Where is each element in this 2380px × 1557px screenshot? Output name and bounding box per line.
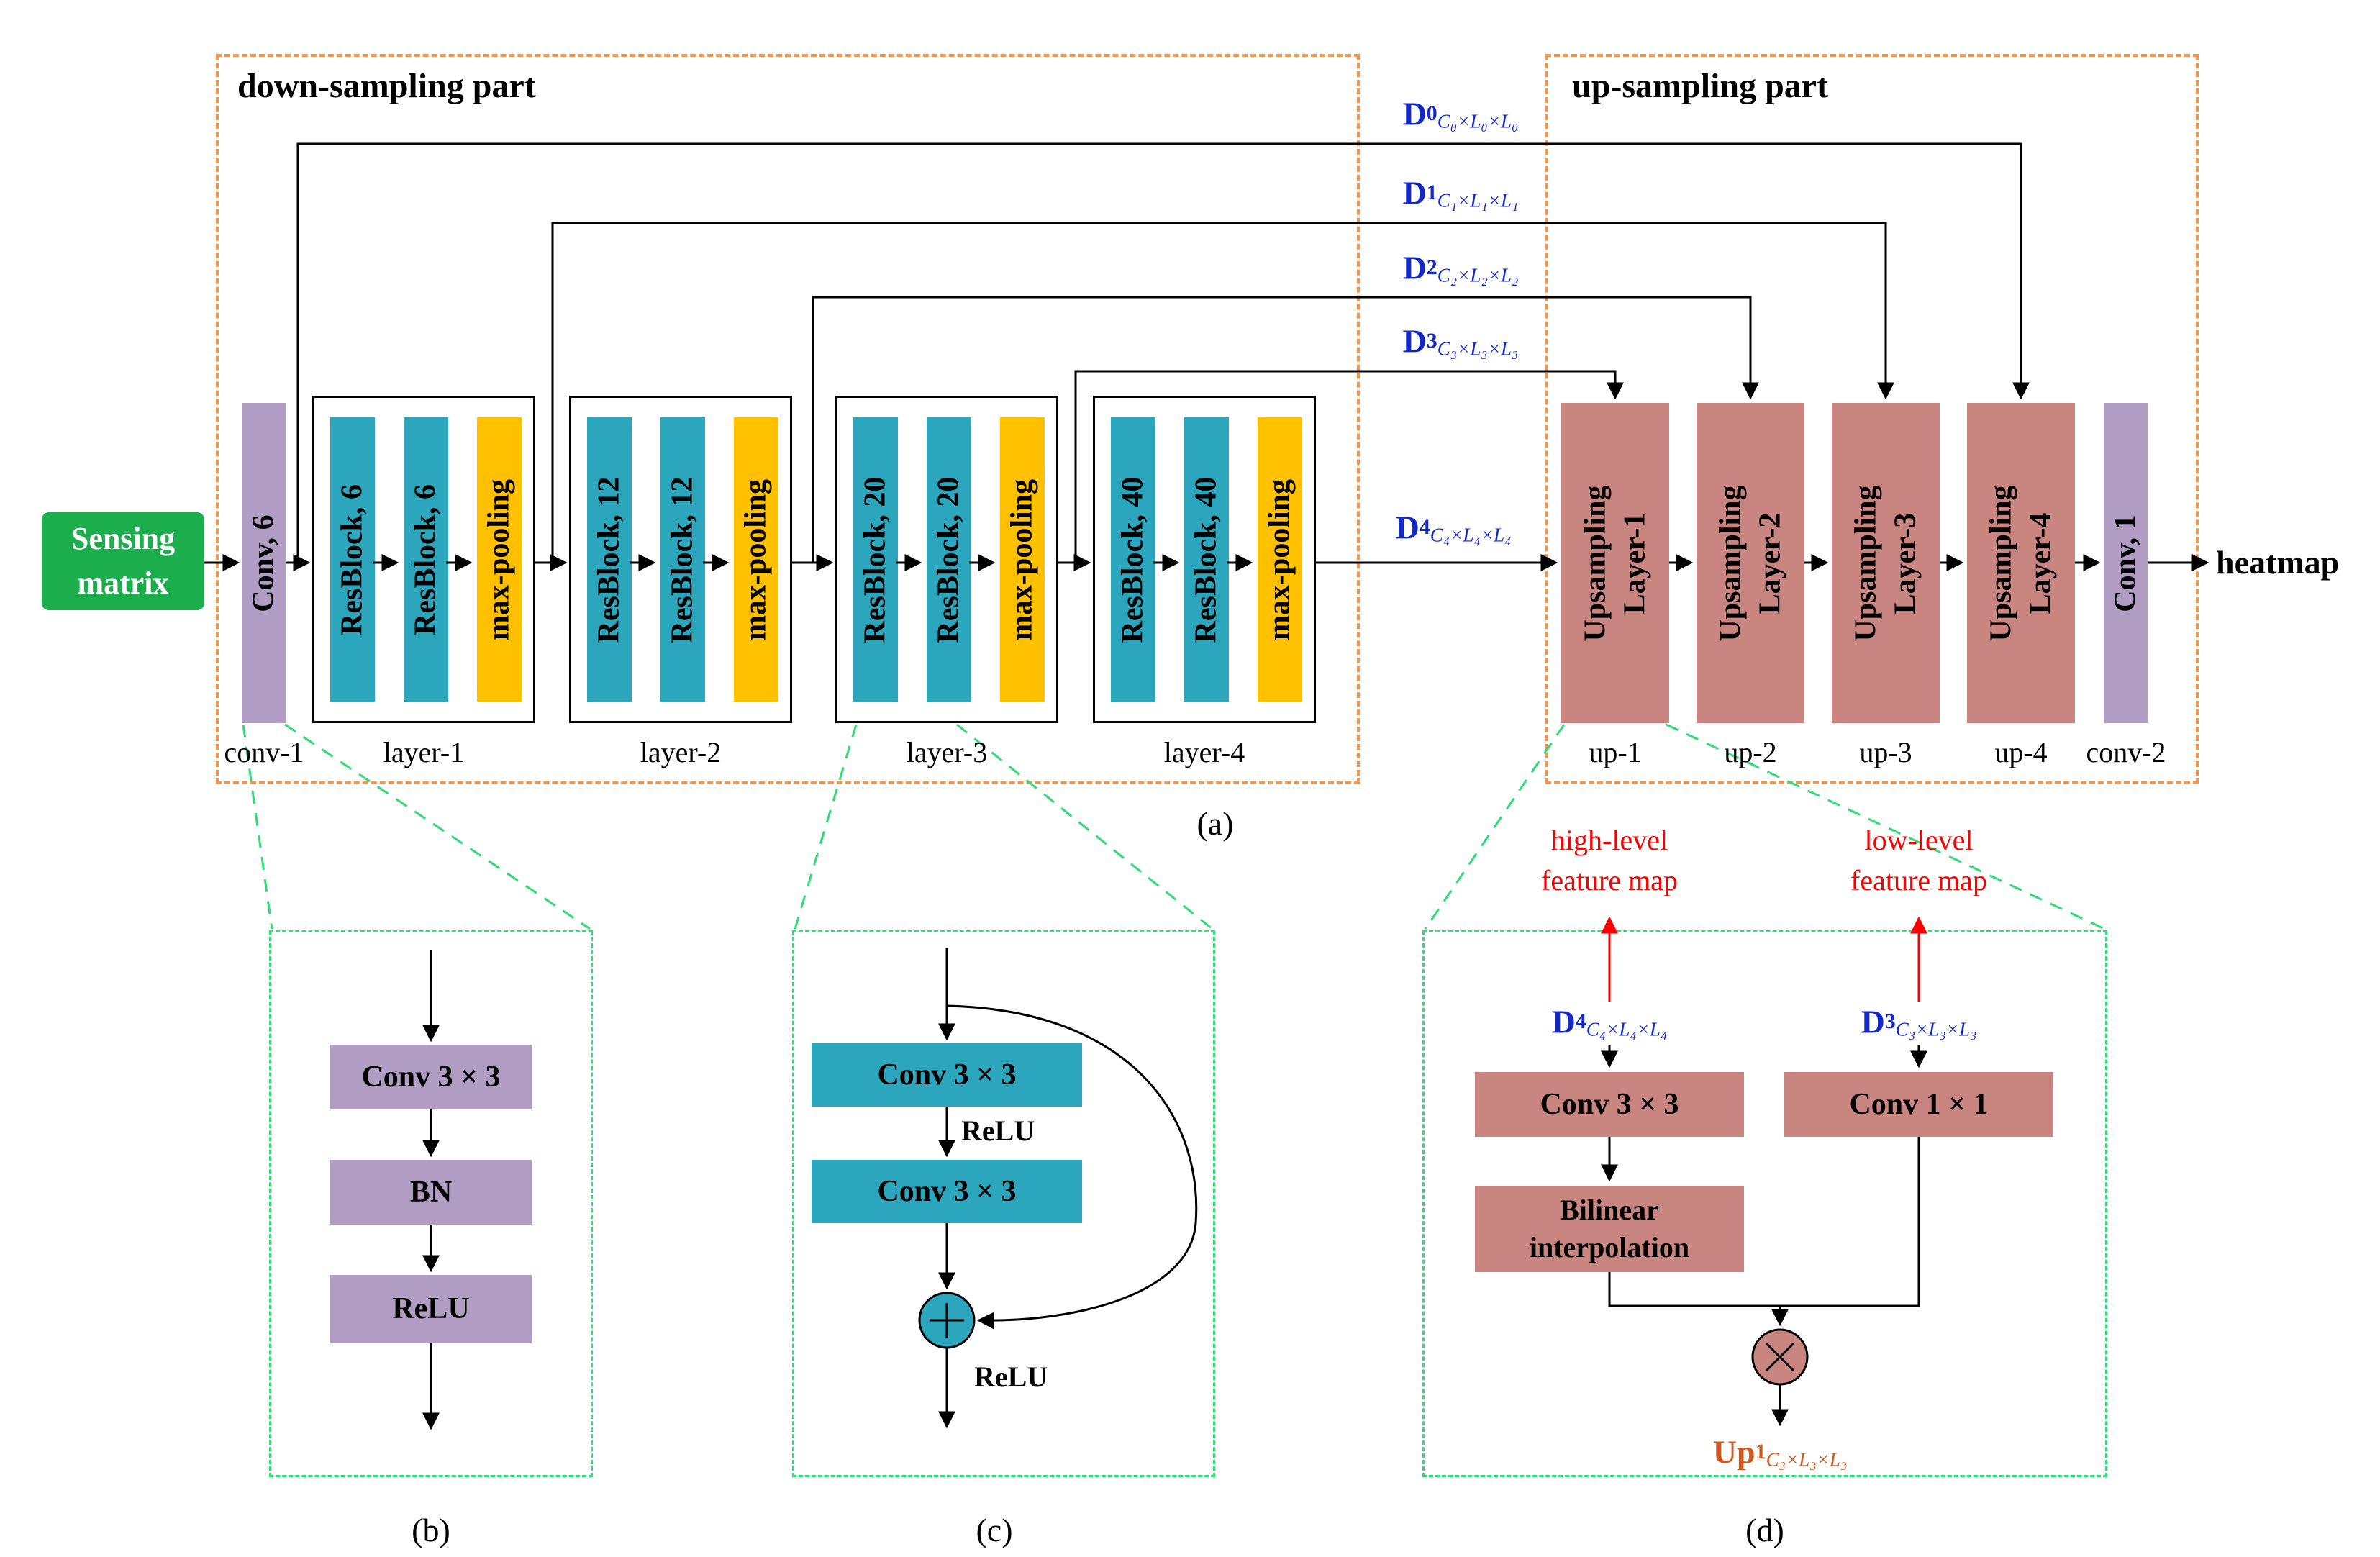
up4-caption: up-4 — [1994, 736, 2048, 768]
caption-d: (d) — [1745, 1512, 1784, 1548]
layer2-resblock1-label: ResBlock, 12 — [592, 476, 626, 643]
detail-c-conv2-box: Conv 3 × 3 — [812, 1160, 1082, 1223]
upsampling-layer3-box: Upsampling Layer-3 — [1832, 403, 1940, 723]
detail-d-d3-label: D3C₃×L₃×L₃ — [1861, 1003, 1977, 1040]
down-sampling-container — [216, 54, 1360, 784]
high-level-feature-map-label: high-level feature map — [1541, 824, 1678, 896]
upsampling-layer1-box: Upsampling Layer-1 — [1561, 403, 1669, 723]
low-level-feature-map-label: low-level feature map — [1850, 824, 1987, 896]
upsampling-layer2-label: Upsampling Layer-2 — [1714, 484, 1786, 642]
layer4-resblock1: ResBlock, 40 — [1111, 417, 1155, 702]
upsampling-layer1-label: Upsampling Layer-1 — [1579, 484, 1651, 642]
skip-connection-lines — [296, 142, 2030, 563]
detail-c-relu2-label: ReLU — [974, 1361, 1048, 1393]
detail-d-conv11-box: Conv 1 × 1 — [1784, 1072, 2053, 1137]
layer3-resblock2: ResBlock, 20 — [927, 417, 971, 702]
add-circle — [918, 1292, 976, 1349]
up3-caption: up-3 — [1859, 736, 1912, 768]
layer4-resblock2-label: ResBlock, 40 — [1189, 476, 1223, 643]
detail-c-relu1-label: ReLU — [961, 1115, 1035, 1147]
layer2-resblock1: ResBlock, 12 — [587, 417, 632, 702]
layer1-resblock2-label: ResBlock, 6 — [409, 484, 442, 635]
sensing-matrix-line2: matrix — [77, 566, 169, 601]
detail-b-conv-box: Conv 3 × 3 — [330, 1045, 532, 1109]
multiply-circle — [1751, 1328, 1809, 1386]
skip-label-d0: D0C₀×L₀×L₀ — [1402, 95, 1519, 132]
skip-label-d4: D4C₄×L₄×L₄ — [1395, 509, 1512, 546]
detail-connector-lines — [242, 723, 2105, 930]
detail-c-arrows — [938, 948, 1198, 1429]
upsampling-layer3-label: Upsampling Layer-3 — [1849, 484, 1922, 642]
conv1-box: Conv, 6 — [242, 403, 286, 723]
conv2-caption: conv-2 — [2086, 736, 2166, 768]
detail-d-arrows — [1601, 1045, 1927, 1427]
detail-c-conv1-box: Conv 3 × 3 — [812, 1043, 1082, 1107]
layer2-resblock2-label: ResBlock, 12 — [666, 476, 699, 643]
layer2-maxpool-label: max-pooling — [739, 478, 773, 640]
layer4-resblock1-label: ResBlock, 40 — [1116, 476, 1150, 643]
detail-c-container — [792, 930, 1215, 1477]
up-sampling-title: up-sampling part — [1572, 67, 1829, 105]
layer3-resblock1: ResBlock, 20 — [853, 417, 898, 702]
layer3-caption: layer-3 — [906, 736, 988, 768]
skip-label-d3: D3C₃×L₃×L₃ — [1402, 322, 1519, 360]
upsampling-layer4-label: Upsampling Layer-4 — [1984, 484, 2057, 642]
layer3-resblock2-label: ResBlock, 20 — [932, 476, 966, 643]
detail-d-conv33-box: Conv 3 × 3 — [1475, 1072, 1744, 1137]
layer2-maxpool: max-pooling — [734, 417, 778, 702]
layer4-resblock2: ResBlock, 40 — [1184, 417, 1229, 702]
conv2-box: Conv, 1 — [2104, 403, 2148, 723]
layer1-resblock1-label: ResBlock, 6 — [335, 484, 369, 635]
layer1-frame: ResBlock, 6 ResBlock, 6 max-pooling — [312, 396, 535, 723]
caption-a: (a) — [1196, 805, 1234, 842]
down-sampling-title: down-sampling part — [237, 67, 536, 105]
layer4-maxpool-label: max-pooling — [1263, 478, 1296, 640]
detail-b-bn-box: BN — [330, 1160, 532, 1225]
skip-label-d2: D2C₂×L₂×L₂ — [1402, 249, 1519, 286]
sensing-matrix-box: Sensing matrix — [42, 512, 204, 610]
caption-c: (c) — [976, 1512, 1013, 1548]
upsampling-layer4-box: Upsampling Layer-4 — [1967, 403, 2075, 723]
layer3-maxpool: max-pooling — [1000, 417, 1045, 702]
upsampling-layer2-box: Upsampling Layer-2 — [1697, 403, 1804, 723]
layer3-maxpool-label: max-pooling — [1005, 478, 1039, 640]
sensing-matrix-line1: Sensing — [71, 521, 176, 557]
detail-b-relu-box: ReLU — [330, 1275, 532, 1343]
caption-b: (b) — [412, 1512, 450, 1548]
layer3-resblock1-label: ResBlock, 20 — [858, 476, 892, 643]
skip-label-d1: D1C₁×L₁×L₁ — [1402, 174, 1519, 212]
up1-caption: up-1 — [1589, 736, 1642, 768]
up2-caption: up-2 — [1724, 736, 1777, 768]
layer4-frame: ResBlock, 40 ResBlock, 40 max-pooling — [1093, 396, 1316, 723]
layer2-frame: ResBlock, 12 ResBlock, 12 max-pooling — [569, 396, 792, 723]
up-sampling-container — [1545, 54, 2199, 784]
detail-d-bilinear-box: Bilinear interpolation — [1475, 1186, 1744, 1272]
conv1-label: Conv, 6 — [247, 514, 281, 612]
detail-d-red-arrows — [1601, 916, 1927, 1002]
layer1-resblock2: ResBlock, 6 — [404, 417, 448, 702]
conv1-caption: conv-1 — [224, 736, 304, 768]
layer1-maxpool: max-pooling — [477, 417, 522, 702]
layer4-maxpool: max-pooling — [1258, 417, 1302, 702]
heatmap-output-label: heatmap — [2216, 544, 2340, 581]
layer3-frame: ResBlock, 20 ResBlock, 20 max-pooling — [835, 396, 1058, 723]
layer1-resblock1: ResBlock, 6 — [330, 417, 375, 702]
layer1-caption: layer-1 — [383, 736, 465, 768]
detail-b-container — [269, 930, 593, 1477]
layer1-maxpool-label: max-pooling — [482, 478, 516, 640]
layer2-resblock2: ResBlock, 12 — [660, 417, 705, 702]
detail-d-up1-label: Up1C₃×L₃×L₃ — [1712, 1433, 1848, 1471]
detail-d-container — [1422, 930, 2107, 1477]
residual-skip-curve — [946, 1004, 1198, 1330]
conv2-label: Conv, 1 — [2109, 514, 2143, 612]
layer4-caption: layer-4 — [1163, 736, 1245, 768]
detail-d-d4-label: D4C₄×L₄×L₄ — [1551, 1003, 1668, 1040]
layer2-caption: layer-2 — [640, 736, 722, 768]
